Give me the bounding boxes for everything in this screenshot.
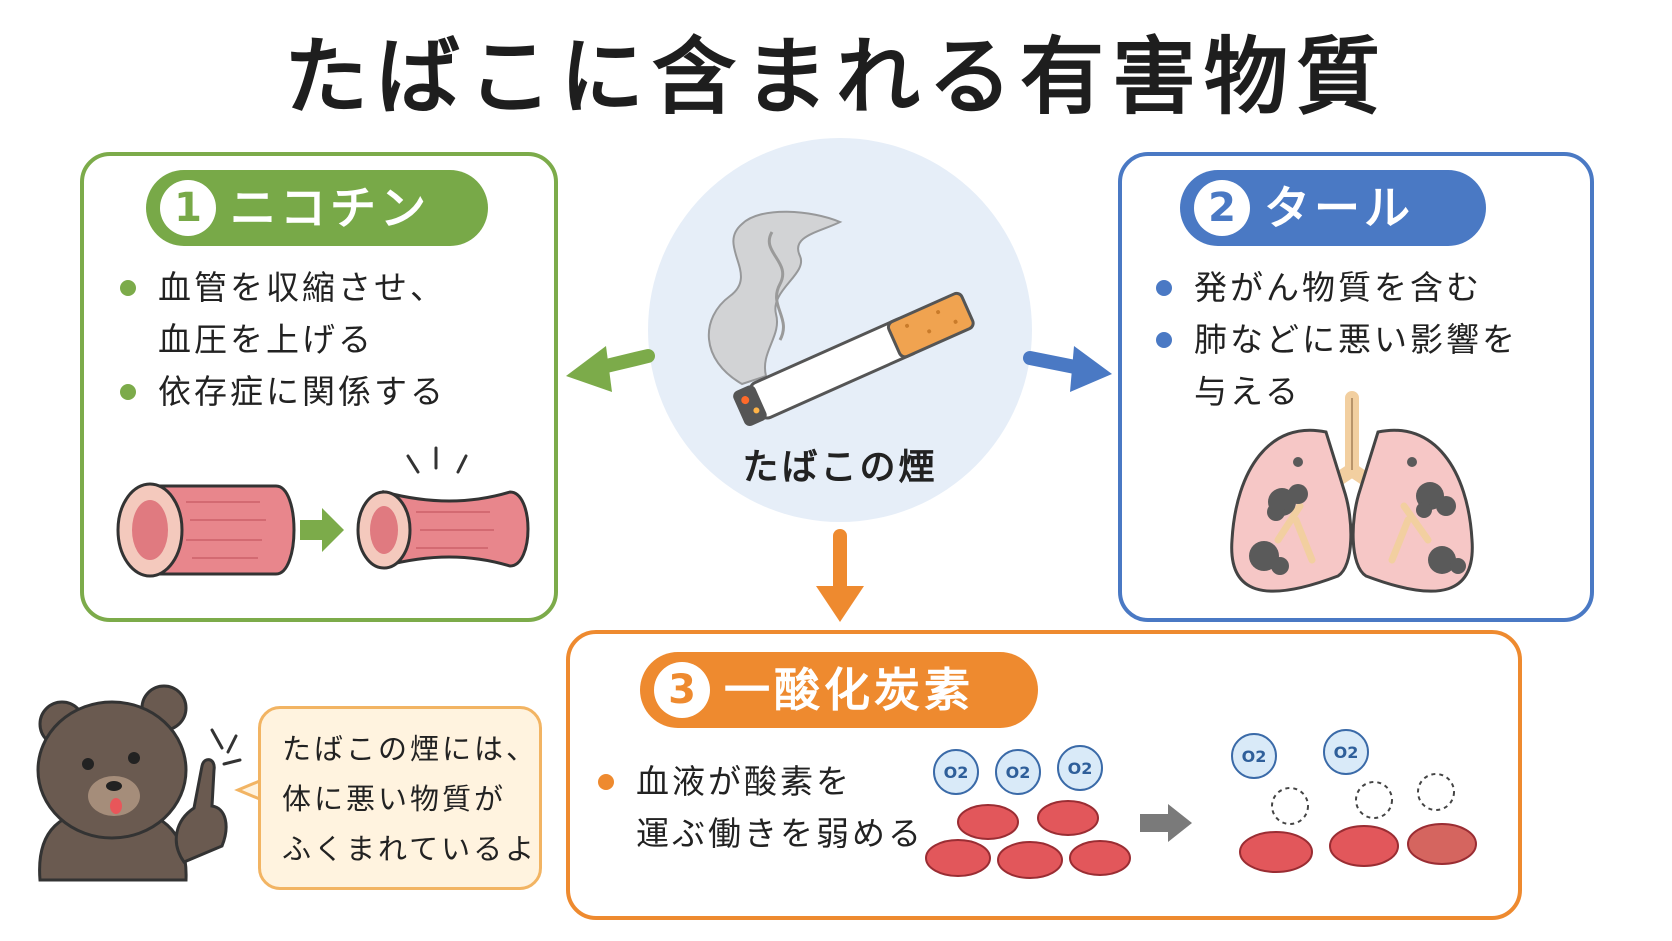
carbon-monoxide-number: 3 <box>654 662 710 718</box>
tar-bullet: 肺などに悪い影響を 与える <box>1152 314 1582 418</box>
arrow-right-small-icon <box>300 508 344 552</box>
tar-bullet: 発がん物質を含む <box>1152 262 1582 314</box>
nicotine-heading-text: ニコチン <box>230 181 430 235</box>
o2-label: O2 <box>1242 747 1267 766</box>
smoke-label: たばこの煙 <box>742 447 938 488</box>
arrow-right-icon <box>1023 346 1112 392</box>
speech-bubble-tail <box>234 778 263 802</box>
carbon-monoxide-heading-text: 一酸化炭素 <box>724 663 974 717</box>
oxygen-labels: O2 O2 O2 O2 O2 <box>944 743 1359 782</box>
nicotine-heading: 1 ニコチン <box>146 170 488 246</box>
tar-number: 2 <box>1194 180 1250 236</box>
normal-vessel <box>116 482 296 578</box>
damaged-lungs-icon <box>1230 391 1474 593</box>
nicotine-bullets: 血管を収縮させ、 血圧を上げる 依存症に関係する <box>116 262 546 418</box>
nicotine-bullet: 血管を収縮させ、 血圧を上げる <box>116 262 546 366</box>
tar-spots <box>1249 457 1466 575</box>
arrow-down-icon <box>816 529 864 622</box>
speech-bubble <box>258 706 542 890</box>
carbon-monoxide-bullet: 血液が酸素を 運ぶ働きを弱める <box>594 756 924 860</box>
tar-heading-text: タール <box>1264 181 1414 235</box>
carbon-monoxide-bullets: 血液が酸素を 運ぶ働きを弱める <box>594 756 924 860</box>
red-blood-cells-oxygen-icon: O2 O2 O2 O2 O2 <box>925 729 1477 879</box>
speech-bubble-text: たばこの煙には、 体に悪い物質が ふくまれているよ <box>282 732 539 866</box>
constricted-vessel <box>356 490 530 570</box>
o2-label: O2 <box>1006 763 1031 782</box>
o2-label: O2 <box>1334 743 1359 762</box>
bear-pointing-icon <box>36 684 242 882</box>
o2-label: O2 <box>944 763 969 782</box>
pulse-marks-icon <box>406 446 468 474</box>
arrow-left-icon <box>566 346 655 392</box>
o2-label: O2 <box>1068 759 1093 778</box>
nicotine-number: 1 <box>160 180 216 236</box>
nicotine-bullet: 依存症に関係する <box>116 366 546 418</box>
tar-heading: 2 タール <box>1180 170 1486 246</box>
page-title: たばこに含まれる有害物質 <box>283 28 1388 126</box>
oxygen-molecules <box>933 729 1455 825</box>
arrow-gray-icon <box>1140 804 1192 842</box>
tar-bullets: 発がん物質を含む 肺などに悪い影響を 与える <box>1152 262 1582 418</box>
blood-vessel-constriction-icon <box>116 446 530 578</box>
red-blood-cells <box>925 800 1477 879</box>
carbon-monoxide-heading: 3 一酸化炭素 <box>640 652 1038 728</box>
cigarette-smoke-icon <box>707 210 975 426</box>
